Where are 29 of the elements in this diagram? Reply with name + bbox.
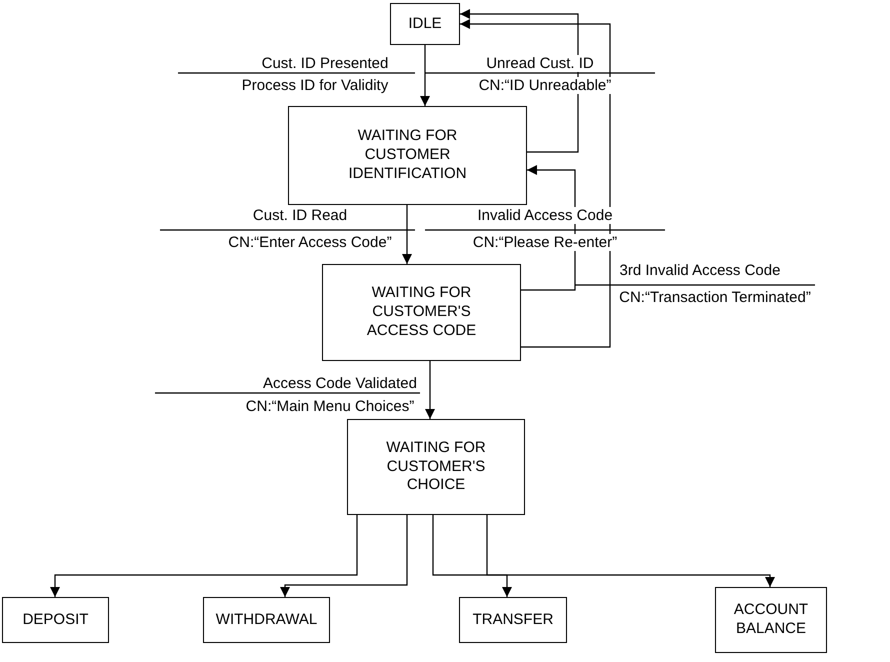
- arrow: [280, 515, 408, 597]
- state-name: TRANSFER: [472, 610, 554, 630]
- arrow: [50, 515, 358, 597]
- arrow: [425, 361, 435, 419]
- state-name: WAITING FOR CUSTOMER'S CHOICE: [385, 438, 487, 496]
- state-box: [459, 597, 567, 643]
- state-name: DEPOSIT: [22, 610, 88, 630]
- arrow: [420, 45, 430, 106]
- arrow: [402, 205, 412, 264]
- state-box: [203, 597, 330, 643]
- state-box: [288, 106, 527, 205]
- state-name: IDLE: [408, 14, 442, 34]
- state-name: WAITING FOR CUSTOMER'S ACCESS CODE: [366, 284, 478, 341]
- arrow: [486, 515, 775, 587]
- arrow: [432, 515, 512, 597]
- state-box: [322, 264, 521, 361]
- state-name: ACCOUNT BALANCE: [732, 601, 810, 639]
- state-box: [2, 597, 109, 643]
- action-label: CN:“ID Unreadable”: [476, 77, 614, 94]
- edge-label: Unread Cust. ID: [484, 55, 596, 72]
- state-name: WAITING FOR CUSTOMER IDENTIFICATION: [347, 127, 468, 184]
- state-box: [390, 3, 460, 45]
- state-box: [715, 587, 827, 653]
- state-box: [347, 419, 525, 515]
- state-name: WITHDRAWAL: [216, 610, 318, 630]
- action-label: Process ID for Validity: [240, 77, 390, 94]
- action-label: CN:“Please Re-enter”: [470, 234, 620, 251]
- arrow: [460, 19, 611, 348]
- arrow: [460, 9, 579, 153]
